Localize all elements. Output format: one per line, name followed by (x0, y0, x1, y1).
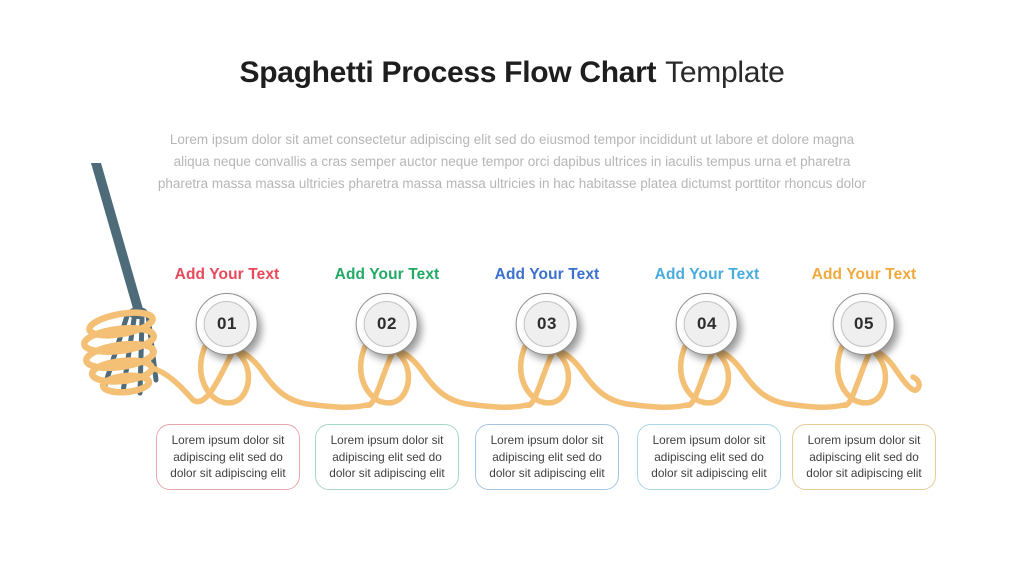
intro-line: aliqua neque convallis a cras semper auc… (173, 154, 851, 169)
step-circle[interactable]: 04 (675, 293, 738, 355)
step-circle[interactable]: 05 (832, 293, 895, 355)
textbox-line: adipiscing elit sed do (492, 449, 602, 464)
step-number: 04 (697, 314, 717, 333)
textbox-line: dolor sit adipiscing elit (489, 466, 605, 481)
step-label[interactable]: Add Your Text (811, 266, 917, 283)
step-textbox-3[interactable]: Lorem ipsum dolor sit adipiscing elit se… (475, 424, 619, 490)
step-label[interactable]: Add Your Text (334, 266, 440, 283)
textbox-line: Lorem ipsum dolor sit (807, 433, 921, 448)
textbox-line: dolor sit adipiscing elit (170, 466, 286, 481)
textbox-line: Lorem ipsum dolor sit (490, 433, 604, 448)
step-group-5: Add Your Text 05 (812, 266, 917, 355)
page-title-regular: Template (665, 56, 785, 89)
step-number-plate: 05 (840, 301, 887, 347)
textbox-line: Lorem ipsum dolor sit (171, 433, 285, 448)
step-group-3: Add Your Text 03 (495, 266, 600, 355)
step-textbox-5[interactable]: Lorem ipsum dolor sit adipiscing elit se… (792, 424, 936, 490)
step-number: 05 (854, 314, 874, 333)
step-circle[interactable]: 02 (355, 293, 418, 355)
step-number-plate: 02 (363, 301, 410, 347)
step-textbox-4[interactable]: Lorem ipsum dolor sit adipiscing elit se… (637, 424, 781, 490)
step-circle[interactable]: 01 (195, 293, 258, 355)
step-number-plate: 04 (683, 301, 730, 347)
intro-line: pharetra massa massa ultricies pharetra … (157, 176, 867, 191)
step-number-plate: 03 (523, 301, 570, 347)
step-label[interactable]: Add Your Text (174, 266, 280, 283)
step-number: 03 (537, 314, 557, 333)
textbox-line: adipiscing elit sed do (332, 449, 442, 464)
step-number: 02 (377, 314, 397, 333)
step-group-1: Add Your Text 01 (175, 266, 280, 355)
textbox-line: adipiscing elit sed do (809, 449, 919, 464)
step-circle[interactable]: 03 (515, 293, 578, 355)
step-textbox-2[interactable]: Lorem ipsum dolor sit adipiscing elit se… (315, 424, 459, 490)
step-number: 01 (217, 314, 237, 333)
step-group-4: Add Your Text 04 (655, 266, 760, 355)
step-label[interactable]: Add Your Text (494, 266, 600, 283)
textbox-line: dolor sit adipiscing elit (651, 466, 767, 481)
step-textbox-1[interactable]: Lorem ipsum dolor sit adipiscing elit se… (156, 424, 300, 490)
textbox-line: Lorem ipsum dolor sit (652, 433, 766, 448)
step-label[interactable]: Add Your Text (654, 266, 760, 283)
textbox-line: dolor sit adipiscing elit (806, 466, 922, 481)
step-number-plate: 01 (203, 301, 250, 347)
step-group-2: Add Your Text 02 (335, 266, 440, 355)
textbox-line: dolor sit adipiscing elit (329, 466, 445, 481)
intro-paragraph: Lorem ipsum dolor sit amet consectetur a… (112, 129, 912, 195)
textbox-line: adipiscing elit sed do (173, 449, 283, 464)
page-title-bold: Spaghetti Process Flow Chart (239, 56, 657, 89)
textbox-line: Lorem ipsum dolor sit (330, 433, 444, 448)
intro-line: Lorem ipsum dolor sit amet consectetur a… (169, 132, 855, 147)
textbox-line: adipiscing elit sed do (654, 449, 764, 464)
